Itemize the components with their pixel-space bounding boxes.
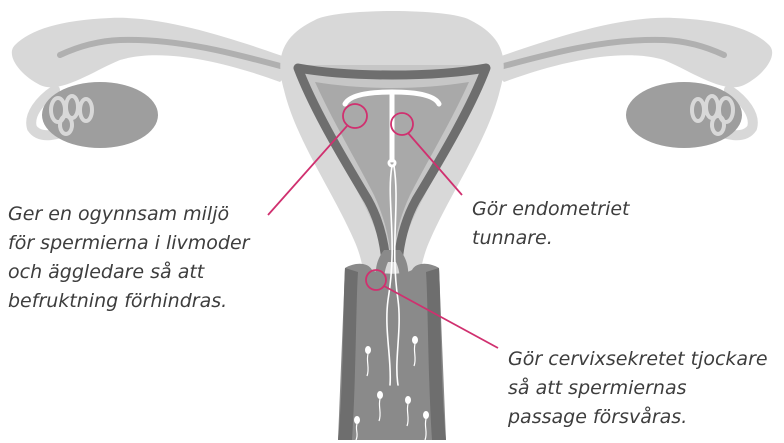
right-ovary — [626, 82, 742, 148]
annotation-left: Ger en ogynnsam miljö för spermierna i l… — [8, 200, 249, 316]
left-fallopian-tube — [12, 18, 300, 88]
left-ovary — [42, 82, 158, 148]
annotation-right-top-line: Gör endometriet — [472, 195, 630, 224]
annotation-right-bottom-line: så att spermiernas — [508, 374, 768, 403]
annotation-right-bottom-line: passage försvåras. — [508, 403, 768, 432]
annotation-left-line: Ger en ogynnsam miljö — [8, 200, 249, 229]
annotation-right-bottom: Gör cervixsekretet tjockare så att sperm… — [508, 345, 768, 432]
annotation-right-top-line: tunnare. — [472, 224, 630, 253]
annotation-left-line: och äggledare så att — [8, 258, 249, 287]
right-fallopian-tube — [484, 18, 772, 88]
annotation-right-bottom-line: Gör cervixsekretet tjockare — [508, 345, 768, 374]
annotation-left-line: för spermierna i livmoder — [8, 229, 249, 258]
annotation-left-line: befruktning förhindras. — [8, 287, 249, 316]
annotation-right-top: Gör endometriet tunnare. — [472, 195, 630, 253]
